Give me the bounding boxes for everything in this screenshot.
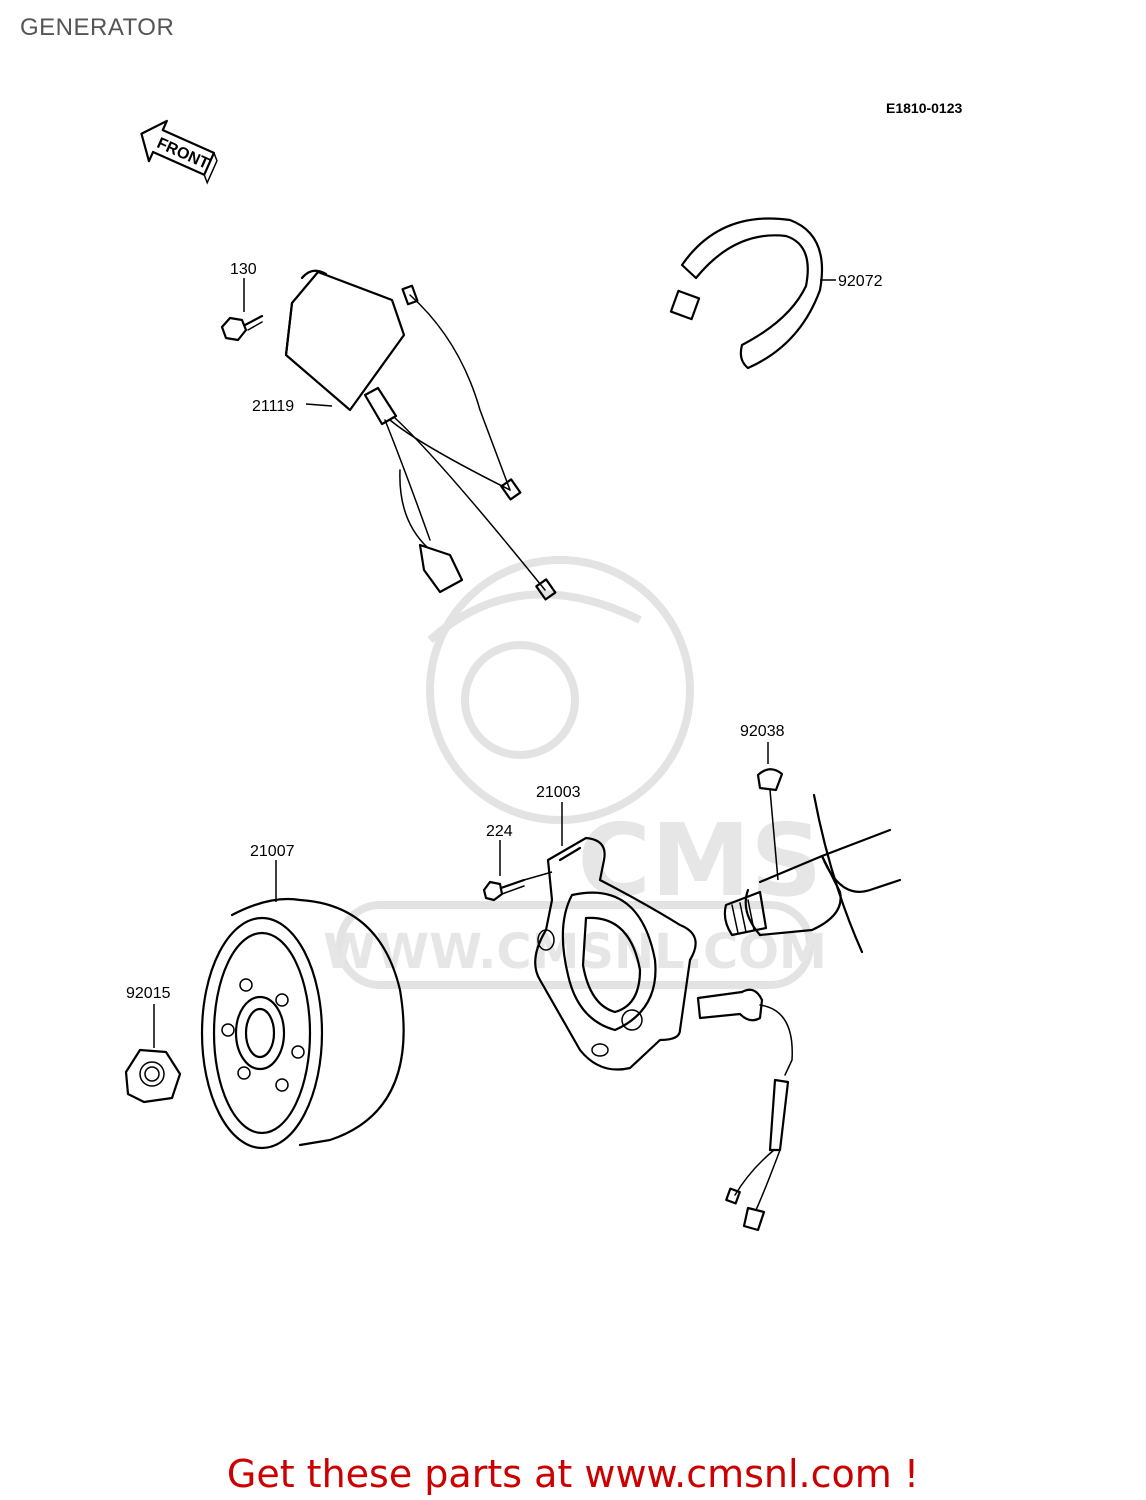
screw-224[interactable]	[482, 871, 553, 902]
front-direction-arrow: FRONT	[140, 119, 218, 185]
watermark-brand: CMS	[578, 802, 823, 919]
cdi-unit-21119[interactable]	[284, 269, 557, 601]
callout-21003: 21003	[536, 784, 581, 801]
stator-21003[interactable]	[534, 836, 793, 1232]
callout-224: 224	[486, 823, 513, 840]
key-92038[interactable]	[756, 768, 784, 792]
callout-92015: 92015	[126, 985, 171, 1002]
cms-watermark: CMS WWW.CMSNL.COM	[323, 556, 827, 989]
crankshaft	[723, 789, 902, 954]
watermark-url: WWW.CMSNL.COM	[323, 924, 827, 980]
page-title: GENERATOR	[20, 14, 175, 41]
callout-130: 130	[230, 261, 257, 278]
band-92072[interactable]	[669, 217, 824, 370]
footer-shop-link[interactable]: Get these parts at www.cmsnl.com !	[226, 1452, 920, 1496]
diagram-code: E1810-0123	[886, 100, 963, 116]
flywheel-21007[interactable]	[200, 897, 405, 1150]
callout-21119: 21119	[252, 398, 294, 415]
callout-92072: 92072	[838, 273, 883, 290]
callout-21007: 21007	[250, 843, 295, 860]
nut-92015[interactable]	[124, 1048, 182, 1104]
front-label: FRONT	[154, 135, 211, 173]
bolt-130[interactable]	[220, 314, 264, 342]
callout-92038: 92038	[740, 723, 785, 740]
